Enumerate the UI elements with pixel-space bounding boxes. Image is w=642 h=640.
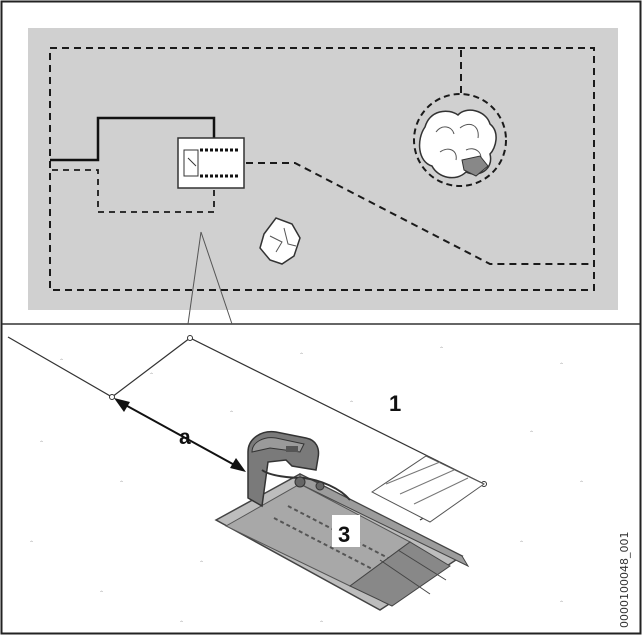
tree-icon xyxy=(418,109,497,179)
callout-3-box xyxy=(332,515,360,547)
zoom-line-left xyxy=(187,231,202,325)
svg-text:ꞈ: ꞈ xyxy=(560,592,563,602)
wire-peg xyxy=(109,394,115,400)
svg-text:ꞈ: ꞈ xyxy=(200,552,203,562)
callout-1: 1 xyxy=(389,391,401,416)
svg-text:ꞈ: ꞈ xyxy=(100,582,103,592)
docking-station-icon xyxy=(177,137,245,189)
distance-arrow xyxy=(114,398,246,472)
svg-text:ꞈ: ꞈ xyxy=(580,472,583,482)
svg-text:ꞈ: ꞈ xyxy=(440,338,443,348)
svg-text:ꞈ: ꞈ xyxy=(60,350,63,360)
svg-text:ꞈ: ꞈ xyxy=(40,432,43,442)
svg-text:ꞈ: ꞈ xyxy=(120,472,123,482)
image-code: 0000100048_001 xyxy=(618,532,631,628)
svg-text:ꞈ: ꞈ xyxy=(520,532,523,542)
wire-peg xyxy=(187,335,193,341)
callout-a: a xyxy=(179,426,191,449)
svg-text:ꞈ: ꞈ xyxy=(30,532,33,542)
svg-text:ꞈ: ꞈ xyxy=(230,402,233,412)
connection-cable xyxy=(50,116,216,162)
svg-text:ꞈ: ꞈ xyxy=(350,392,353,402)
svg-text:ꞈ: ꞈ xyxy=(180,612,183,622)
svg-text:ꞈ: ꞈ xyxy=(530,422,533,432)
station-wire xyxy=(52,150,215,213)
lawn-area xyxy=(28,28,618,310)
lawn-texture: ꞈ ꞈ ꞈ ꞈ ꞈ ꞈ ꞈ ꞈ ꞈ ꞈ ꞈ ꞈ ꞈ ꞈ ꞈ ꞈ ꞈ ꞈ xyxy=(30,338,583,622)
svg-text:ꞈ: ꞈ xyxy=(300,344,303,354)
robot-mower-icon xyxy=(214,430,470,611)
guide-wire xyxy=(246,162,594,265)
callout-3: 3 xyxy=(338,522,350,547)
boundary-wire xyxy=(49,47,595,291)
zoom-line-right xyxy=(200,231,233,325)
island-wire xyxy=(413,93,507,187)
ramp-extension xyxy=(371,455,485,523)
svg-text:ꞈ: ꞈ xyxy=(150,364,153,374)
svg-text:ꞈ: ꞈ xyxy=(320,612,323,622)
shrub-icon xyxy=(259,217,301,265)
svg-text:ꞈ: ꞈ xyxy=(560,354,563,364)
